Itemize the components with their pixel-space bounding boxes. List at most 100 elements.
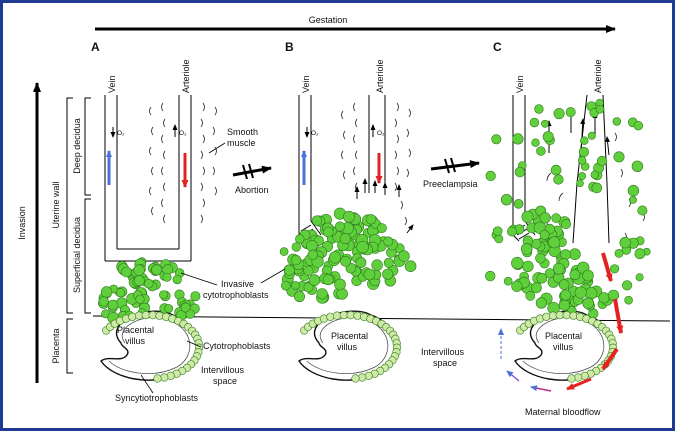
invasive-cytotrophoblasts-label-line2: cytotrophoblasts [203,290,269,300]
invasive-leader-b [260,268,286,284]
placenta-label: Placenta [51,328,61,363]
cell [539,229,550,240]
cell [591,182,603,194]
cell [522,260,534,273]
cell [133,275,145,287]
maternal-bloodflow-label: Maternal bloodflow [525,407,601,417]
maternal-bloodflow-arrows [498,252,624,392]
cell [160,373,169,382]
cell [308,274,321,286]
cell [492,226,503,236]
cell [162,272,172,282]
cell [293,291,305,303]
placental-villus-b-label-line1: Placental [331,331,368,341]
cell [558,279,570,290]
panel-a-arteriole-label: Arteriole [181,59,191,93]
cell [525,290,536,301]
cell [144,278,154,289]
cell [365,214,377,225]
cell [627,184,640,197]
cell [634,248,646,260]
cell [383,236,394,247]
cell [155,311,164,320]
cell [151,264,163,276]
cell [635,273,644,282]
cell [577,156,587,165]
cell [279,247,289,256]
cell [578,172,587,181]
cell [633,120,643,131]
cell [98,296,109,307]
cell [544,268,555,279]
cell [567,374,576,383]
panel-c-arteriole-label: Arteriole [593,59,603,93]
placental-villus-a-label-line2: villus [125,336,146,346]
cell [153,374,162,383]
cell [578,146,590,158]
cell [619,236,631,249]
cell [363,268,376,281]
cell [582,297,595,310]
cell [562,311,571,320]
cell [283,264,295,276]
intervillous-space-b-label-line1: Intervillous [421,347,465,357]
cytotrophoblasts-label: Cytotrophoblasts [203,341,271,351]
abortion-label: Abortion [235,185,269,195]
cell [346,311,355,320]
panel-b-arteriole-o2: O₂ [377,130,385,137]
cell [307,249,318,261]
cell [134,311,144,320]
cell [590,170,599,180]
cell [322,226,334,238]
cell [503,276,513,286]
cell [531,282,542,294]
cell [514,166,526,178]
cell [280,280,291,291]
cell [311,215,323,226]
cell [339,311,348,320]
invasion-label: Invasion [17,206,27,240]
cell [290,254,302,266]
panel-c-vessels [512,94,610,244]
cell [551,213,562,223]
placental-villus-c-label-line2: villus [553,342,574,352]
cell [614,248,624,258]
cell [559,289,572,301]
placenta-bracket [66,318,73,374]
cell [535,297,548,309]
cell [561,219,572,230]
cell [552,262,565,275]
cell [328,251,342,264]
cell [340,255,351,267]
cell [565,107,576,118]
cell [587,131,596,140]
cell [520,243,533,255]
uterine-wall-bracket [66,97,73,314]
cell [485,170,496,181]
cell [339,233,351,245]
panel-a-vein-o2: O₂ [117,130,125,137]
cell [107,299,119,311]
cell [541,119,549,128]
cell [631,160,644,173]
cell [550,164,562,176]
cell [558,299,571,311]
panel-c-label: C [493,40,502,54]
cell [512,133,524,145]
cell [582,269,594,282]
cell [148,311,157,320]
cell [569,311,578,320]
panel-a-label: A [91,40,100,54]
syncytiotrophoblasts-leader [140,374,154,394]
placental-villus-c-label-line1: Placental [545,331,582,341]
cell [529,117,540,128]
gestation-label: Gestation [309,15,348,25]
cell [371,259,383,271]
cell [121,266,132,278]
cell [500,194,513,206]
cell [596,155,608,167]
cell [172,275,182,285]
preeclampsia-label: Preeclampsia [423,179,478,189]
cell [553,108,565,120]
